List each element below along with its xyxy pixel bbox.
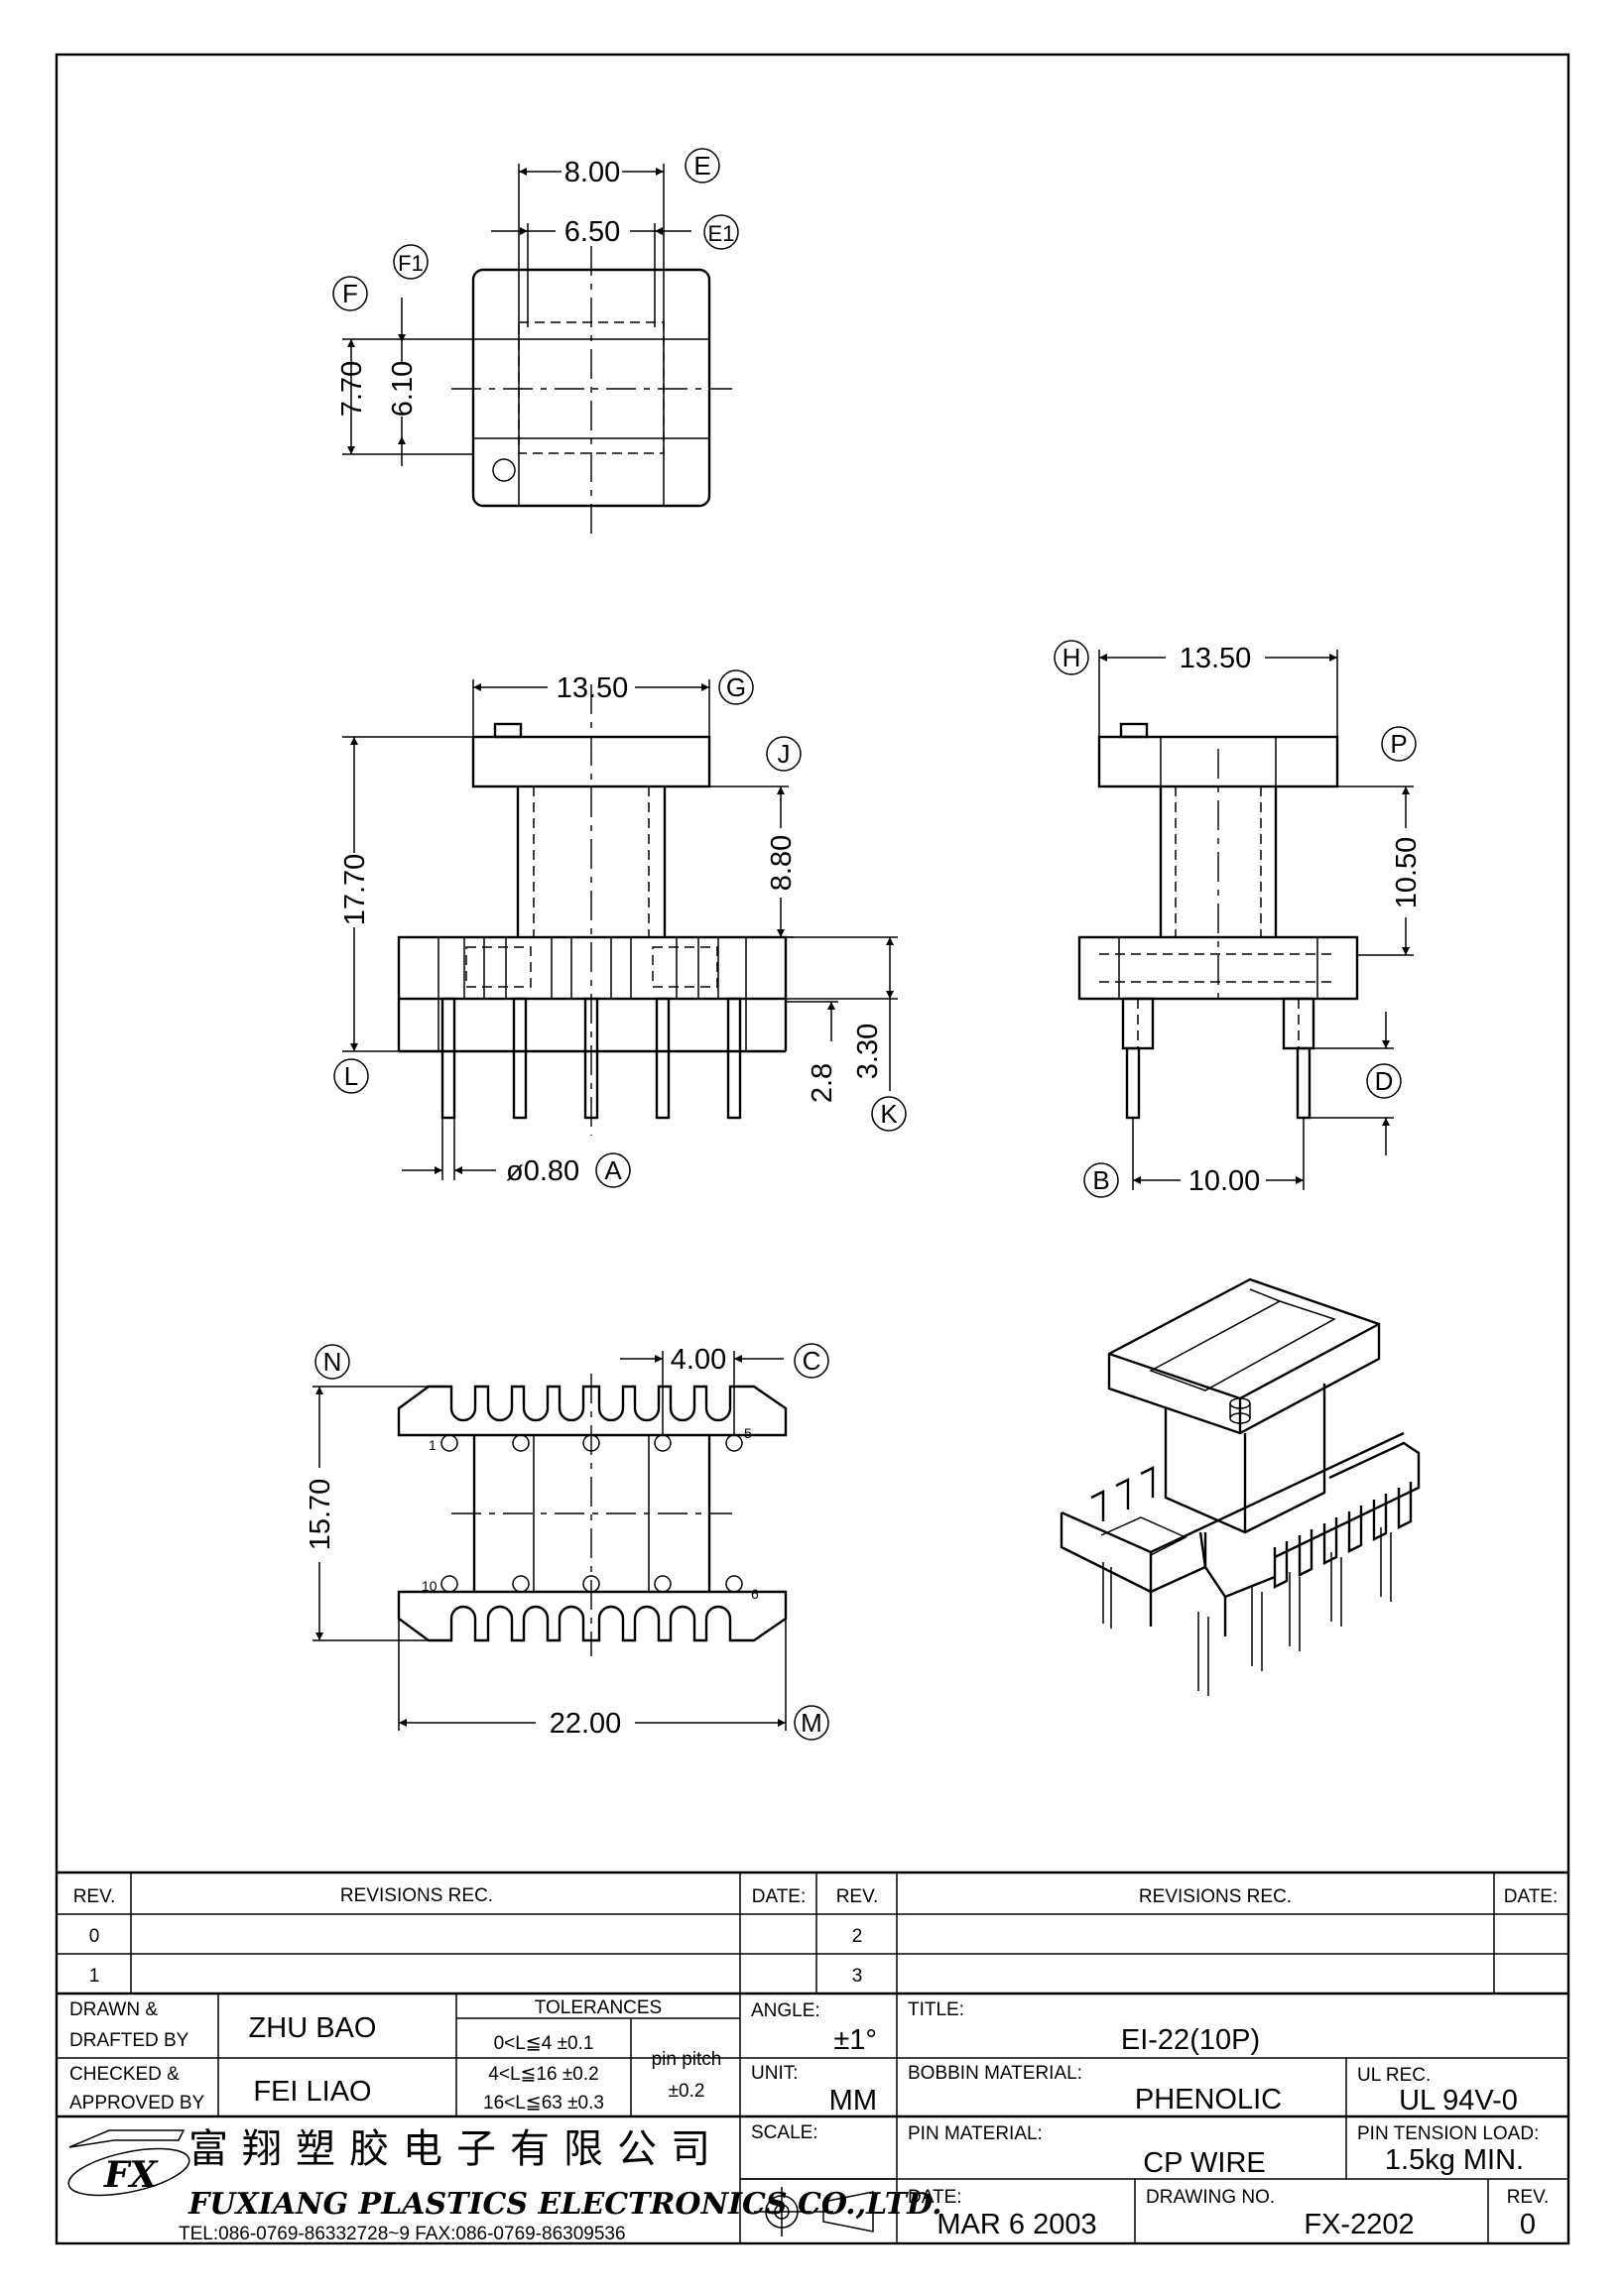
dim-top-6-50: 6.50 xyxy=(564,216,620,248)
top-view: 8.00 6.50 7.70 6.10 E E1 F F1 xyxy=(332,148,739,536)
callout-L: L xyxy=(344,1061,358,1091)
sheet-border xyxy=(55,53,1570,2245)
pin-tension-label: PIN TENSION LOAD: xyxy=(1357,2123,1539,2144)
callout-D: D xyxy=(1375,1066,1394,1096)
date-value: MAR 6 2003 xyxy=(937,2209,1096,2240)
drawn-label-2: DRAFTED BY xyxy=(69,2030,189,2051)
rev-row-3: 3 xyxy=(852,1966,863,1987)
date-header-right: DATE: xyxy=(1504,1886,1559,1907)
dim-top-6-10: 6.10 xyxy=(387,361,419,417)
pin-number-10: 10 xyxy=(422,1578,437,1594)
pin-number-5: 5 xyxy=(744,1425,752,1441)
unit-label: UNIT: xyxy=(751,2063,799,2084)
bobbin-material-value: PHENOLIC xyxy=(1135,2084,1282,2115)
callout-G: G xyxy=(726,672,746,702)
pin-material-label: PIN MATERIAL: xyxy=(908,2123,1043,2144)
top-view-pin1-marker xyxy=(492,458,516,482)
checked-by-value: FEI LIAO xyxy=(253,2076,371,2108)
callout-E1: E1 xyxy=(708,221,735,246)
callout-B: B xyxy=(1092,1165,1109,1195)
side-view-pin-right xyxy=(1296,1046,1312,1120)
callout-H: H xyxy=(1062,643,1081,672)
callout-E: E xyxy=(693,151,710,181)
logo-text: FX xyxy=(103,2154,160,2196)
dim-bottom-15-70: 15.70 xyxy=(305,1479,336,1551)
dim-top-7-70: 7.70 xyxy=(336,361,368,417)
callout-K: K xyxy=(880,1099,898,1129)
dim-side-13-50: 13.50 xyxy=(1180,643,1252,674)
callout-J: J xyxy=(778,739,791,769)
callout-N: N xyxy=(323,1347,342,1377)
date-label: DATE: xyxy=(908,2187,962,2208)
rev-row-0: 0 xyxy=(89,1926,100,1947)
rev-header-left: REV. xyxy=(73,1886,116,1907)
rev-row-2: 2 xyxy=(852,1926,863,1947)
rev-row-1: 1 xyxy=(89,1966,100,1987)
bottom-view-bottom-flange xyxy=(397,1590,788,1642)
angle-label: ANGLE: xyxy=(751,2000,820,2021)
unit-value: MM xyxy=(829,2085,877,2116)
bottom-view: 1 5 10 6 4.00 15.70 22.00 N C M xyxy=(305,1343,829,1741)
company-logo: FX xyxy=(67,2129,190,2197)
side-view: 13.50 10.50 10.00 H P D B xyxy=(1054,640,1423,1198)
dim-bottom-22-00: 22.00 xyxy=(550,1708,622,1740)
dim-front-13-50: 13.50 xyxy=(557,672,629,704)
rev-label: REV. xyxy=(1507,2187,1550,2208)
pin-number-1: 1 xyxy=(429,1437,437,1453)
third-angle-projection-symbol xyxy=(754,2187,874,2236)
title-value: EI-22(10P) xyxy=(1121,2024,1260,2056)
side-view-pin-left xyxy=(1125,1046,1141,1120)
dim-front-8-80: 8.80 xyxy=(766,835,798,891)
revisions-header-left: REVISIONS REC. xyxy=(340,1885,493,1906)
checked-label-1: CHECKED & xyxy=(69,2064,180,2085)
drawn-label-1: DRAWN & xyxy=(69,1999,158,2020)
dim-front-pin-diameter: ø0.80 xyxy=(506,1155,579,1187)
ul-rec-value: UL 94V-0 xyxy=(1399,2085,1518,2116)
tolerance-range-1: 0<L≦4 ±0.1 xyxy=(494,2033,594,2054)
front-view: 13.50 17.70 8.80 3.30 2.8 ø0.80 G J xyxy=(333,669,907,1188)
dim-front-17-70: 17.70 xyxy=(339,854,371,926)
callout-F: F xyxy=(342,279,358,308)
dim-front-3-30: 3.30 xyxy=(852,1024,884,1079)
title-label: TITLE: xyxy=(908,1999,964,2020)
rev-value: 0 xyxy=(1520,2209,1536,2240)
rev-header-right: REV. xyxy=(836,1886,879,1907)
scale-label: SCALE: xyxy=(751,2122,818,2143)
checked-label-2: APPROVED BY xyxy=(69,2093,205,2114)
company-name-english: FUXIANG PLASTICS ELECTRONICS CO.,LTD. xyxy=(187,2187,942,2222)
company-contact: TEL:086-0769-86332728~9 FAX:086-0769-863… xyxy=(179,2224,626,2244)
pin-tension-value: 1.5kg MIN. xyxy=(1385,2144,1524,2176)
callout-C: C xyxy=(803,1346,821,1376)
dim-side-10-50: 10.50 xyxy=(1391,837,1423,909)
drawing-no-label: DRAWING NO. xyxy=(1146,2187,1275,2208)
ul-rec-label: UL REC. xyxy=(1357,2065,1431,2086)
dim-top-8-00: 8.00 xyxy=(564,157,620,188)
pin-pitch-label: pin pitch xyxy=(652,2049,722,2070)
dim-side-10-00: 10.00 xyxy=(1188,1165,1261,1197)
isometric-view xyxy=(1060,1277,1421,1696)
tolerances-header: TOLERANCES xyxy=(535,1997,662,2018)
revisions-header-right: REVISIONS REC. xyxy=(1139,1886,1292,1907)
pin-number-6: 6 xyxy=(751,1586,759,1602)
callout-M: M xyxy=(801,1708,822,1738)
bobbin-material-label: BOBBIN MATERIAL: xyxy=(908,2063,1082,2084)
dim-front-2-8: 2.8 xyxy=(807,1063,838,1103)
drawing-no-value: FX-2202 xyxy=(1304,2209,1414,2240)
tolerance-range-3: 16<L≦63 ±0.3 xyxy=(483,2093,604,2114)
callout-P: P xyxy=(1390,729,1407,759)
title-block: REV. REVISIONS REC. DATE: REV. REVISIONS… xyxy=(57,1871,1568,2244)
bottom-view-top-flange xyxy=(397,1385,788,1437)
dim-bottom-4-00: 4.00 xyxy=(671,1344,726,1376)
tolerance-range-2: 4<L≦16 ±0.2 xyxy=(488,2064,598,2085)
pin-pitch-value: ±0.2 xyxy=(669,2081,705,2102)
angle-value: ±1° xyxy=(833,2024,877,2056)
drawn-by-value: ZHU BAO xyxy=(249,2012,377,2044)
callout-A: A xyxy=(604,1155,622,1185)
callout-F1: F1 xyxy=(398,251,424,276)
company-name-chinese: 富翔塑胶电子有限公司 xyxy=(188,2126,724,2172)
pin-material-value: CP WIRE xyxy=(1143,2147,1266,2179)
date-header-left: DATE: xyxy=(752,1886,807,1907)
